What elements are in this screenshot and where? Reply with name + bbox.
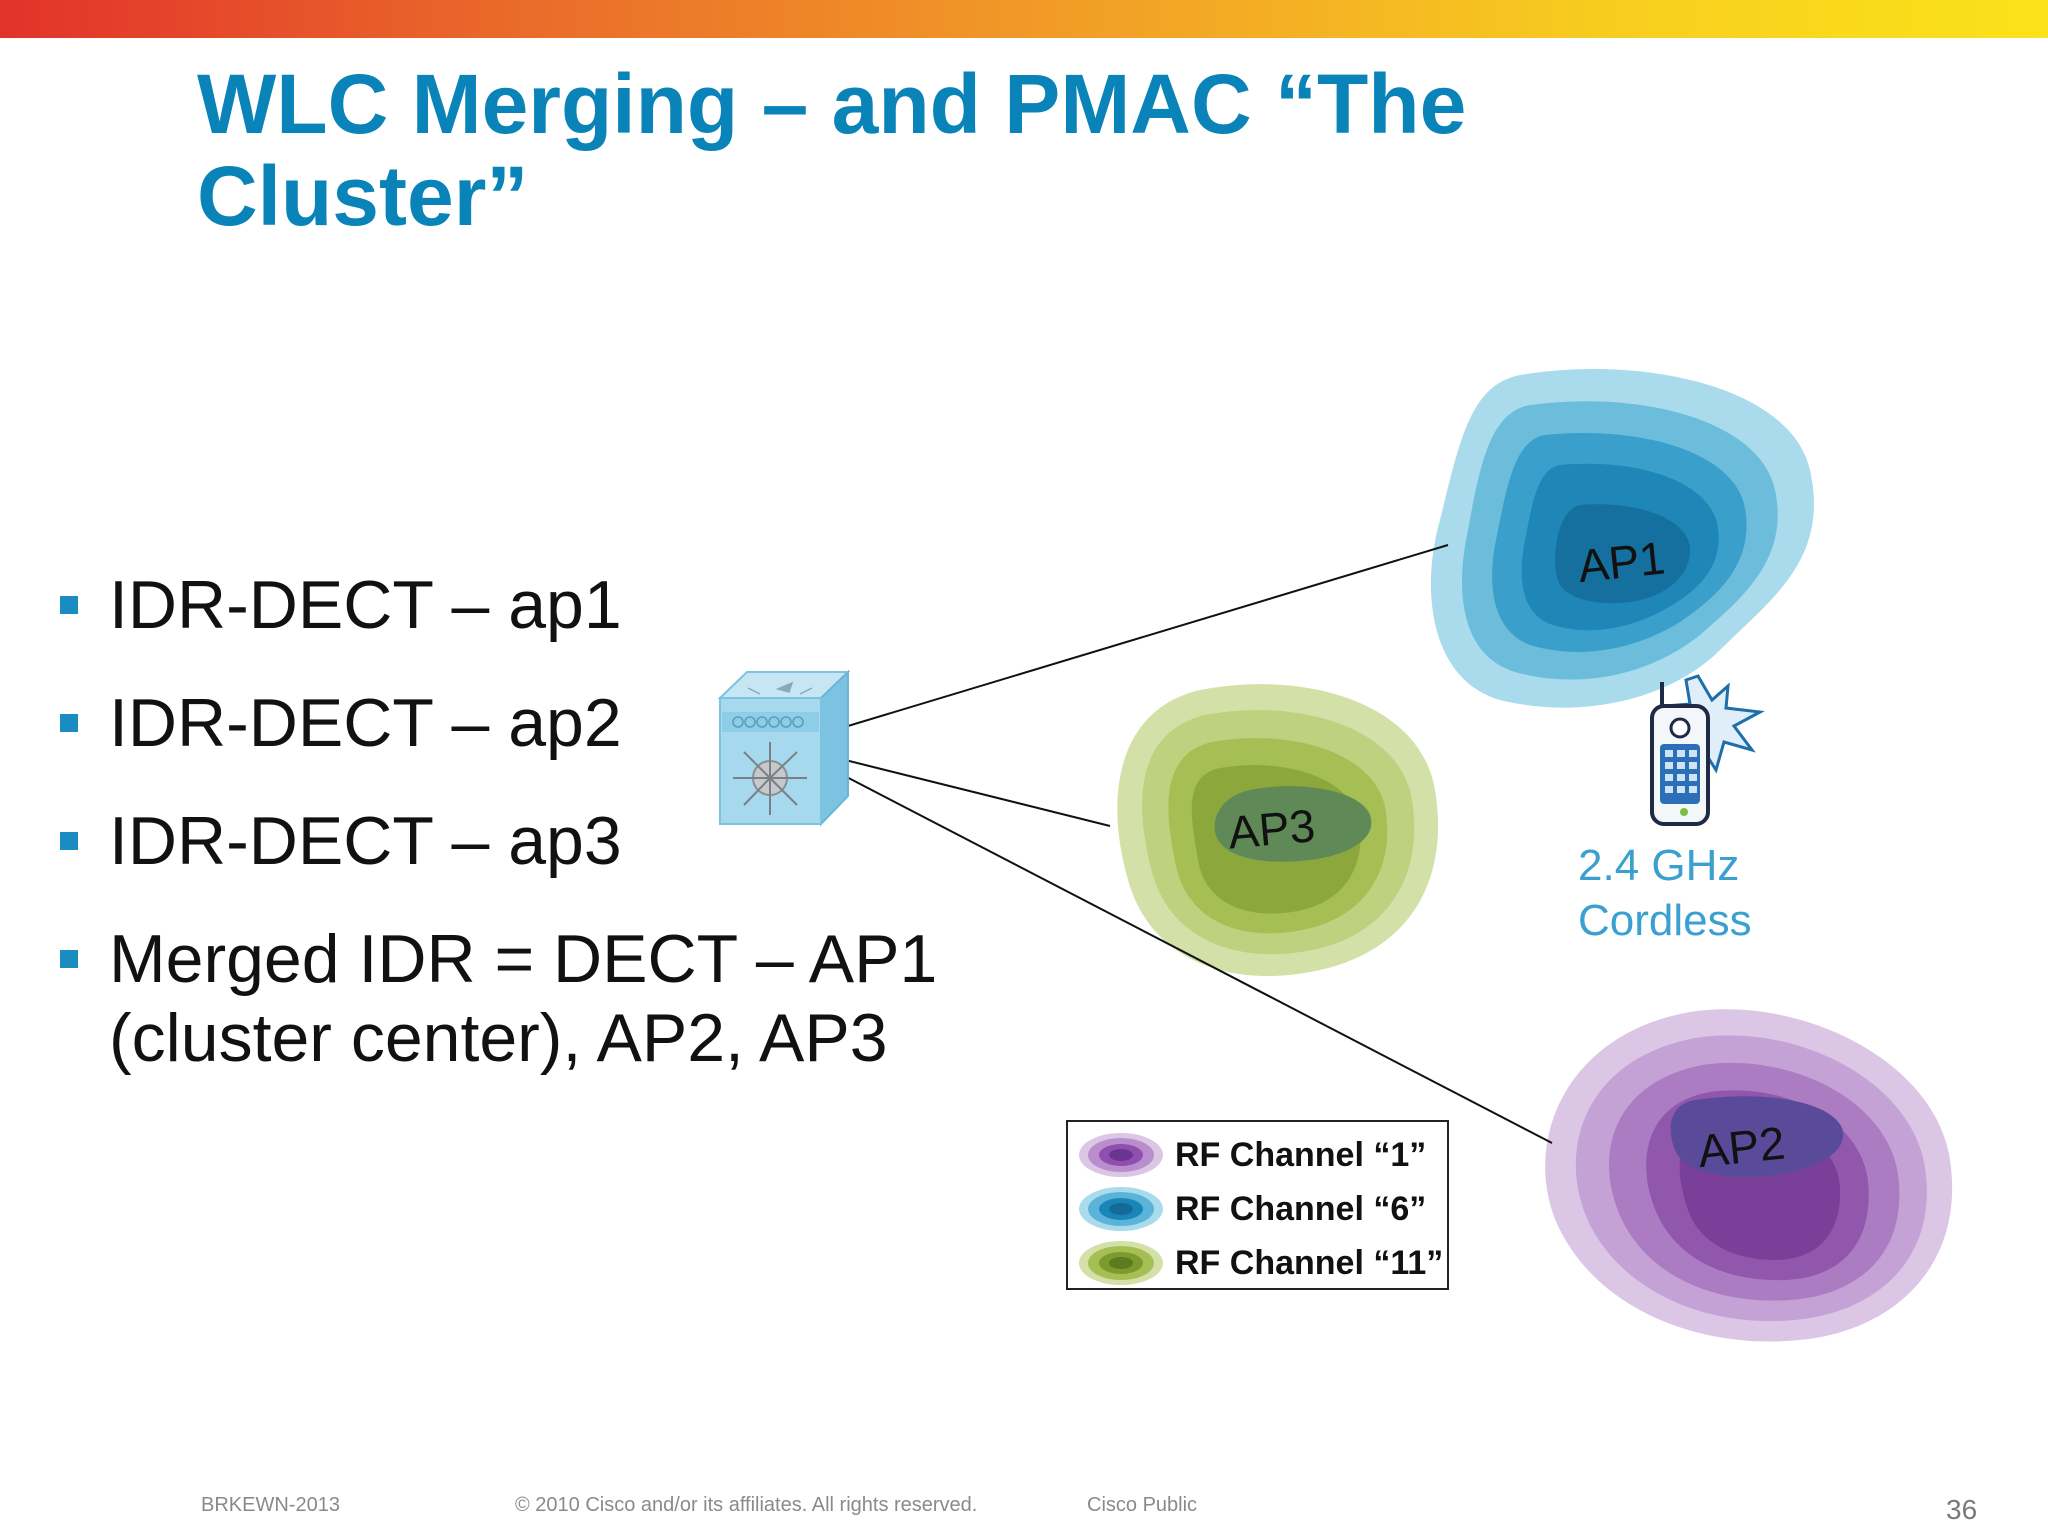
ap3-label: AP3 bbox=[1226, 799, 1317, 858]
page-number: 36 bbox=[1946, 1494, 1978, 1525]
green-cloud-swatch-icon bbox=[1079, 1241, 1163, 1285]
link-to-ap2 bbox=[784, 744, 1553, 1144]
bullet-square-icon bbox=[60, 832, 78, 850]
bullet-item: IDR-DECT – ap2 bbox=[60, 684, 960, 762]
blue-cloud-swatch-icon bbox=[1079, 1187, 1163, 1231]
bullet-item: IDR-DECT – ap3 bbox=[60, 802, 960, 880]
bullet-text: IDR-DECT – ap3 bbox=[109, 803, 622, 879]
switch-icon bbox=[717, 669, 851, 827]
bullet-square-icon bbox=[60, 714, 78, 732]
purple-cloud-swatch-icon bbox=[1079, 1133, 1163, 1177]
cordless-frequency-label: 2.4 GHz Cordless bbox=[1578, 838, 1752, 948]
bullet-square-icon bbox=[60, 950, 78, 968]
ap2-coverage-cloud bbox=[1545, 1009, 1953, 1342]
link-to-ap1 bbox=[784, 544, 1449, 746]
device-type-line: Cordless bbox=[1578, 896, 1752, 945]
legend-item: RF Channel “6” bbox=[1068, 1182, 1447, 1236]
legend-item: RF Channel “11” bbox=[1068, 1236, 1447, 1290]
top-gradient-bar bbox=[0, 0, 2048, 38]
bullet-square-icon bbox=[60, 596, 78, 614]
cordless-phone-icon bbox=[1650, 674, 1765, 826]
legend-item: RF Channel “1” bbox=[1068, 1128, 1447, 1182]
legend-label: RF Channel “6” bbox=[1175, 1190, 1427, 1228]
bullet-text: IDR-DECT – ap2 bbox=[109, 685, 622, 761]
legend-label: RF Channel “11” bbox=[1175, 1244, 1444, 1282]
frequency-line: 2.4 GHz bbox=[1578, 841, 1740, 890]
footer-copyright: © 2010 Cisco and/or its affiliates. All … bbox=[515, 1494, 978, 1516]
legend-label: RF Channel “1” bbox=[1175, 1136, 1427, 1174]
ap2-label: AP2 bbox=[1695, 1116, 1787, 1177]
ap1-label: AP1 bbox=[1576, 531, 1668, 592]
slide-title: WLC Merging – and PMAC “The Cluster” bbox=[197, 57, 1467, 243]
bullet-item: IDR-DECT – ap1 bbox=[60, 566, 960, 644]
bullet-text: IDR-DECT – ap1 bbox=[109, 567, 622, 643]
ap1-coverage-cloud bbox=[1430, 369, 1814, 708]
bullet-list: IDR-DECT – ap1 IDR-DECT – ap2 IDR-DECT –… bbox=[60, 566, 960, 1118]
bullet-item: Merged IDR = DECT – AP1 (cluster center)… bbox=[60, 920, 960, 1078]
footer-classification: Cisco Public bbox=[1087, 1494, 1198, 1516]
bullet-text: Merged IDR = DECT – AP1 (cluster center)… bbox=[109, 921, 938, 1076]
rf-channel-legend: RF Channel “1” RF Channel “6” RF Channel… bbox=[1066, 1120, 1449, 1290]
footer-session-id: BRKEWN-2013 bbox=[201, 1494, 340, 1516]
ap3-coverage-cloud bbox=[1117, 684, 1439, 976]
